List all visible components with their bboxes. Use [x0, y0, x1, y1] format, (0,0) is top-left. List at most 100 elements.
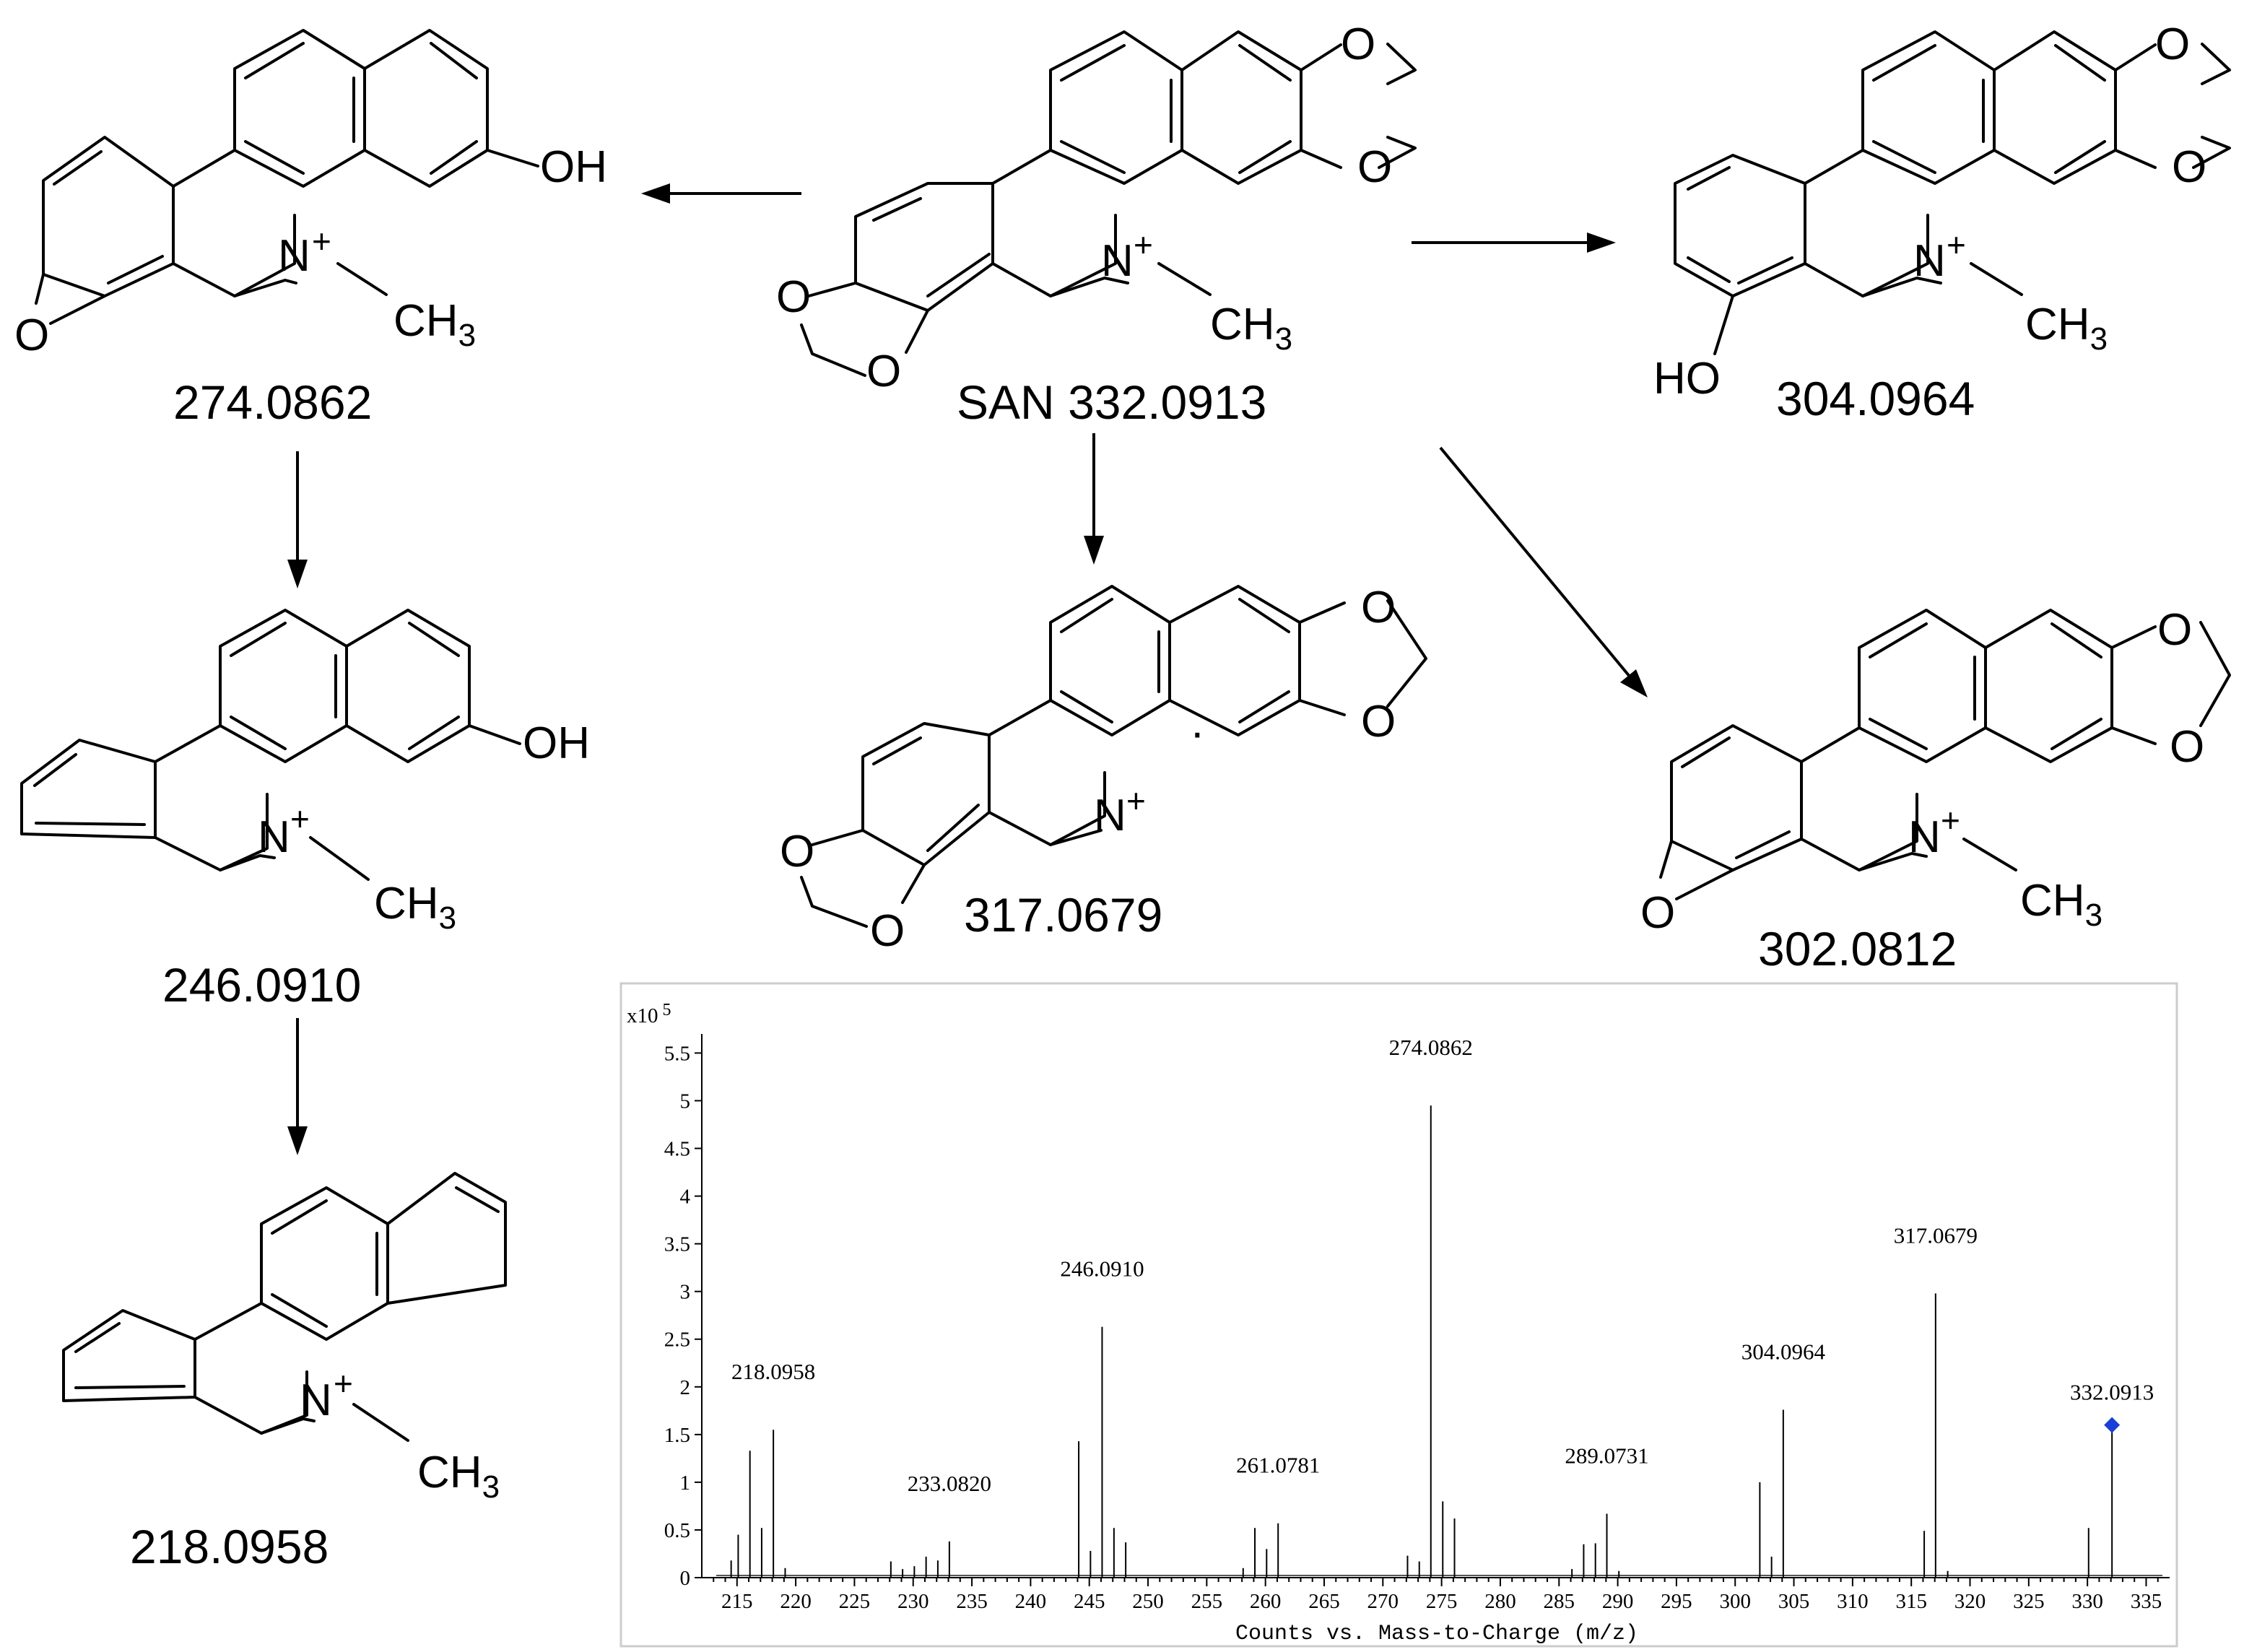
x-tick-label: 295	[1661, 1590, 1692, 1613]
x-tick-label: 265	[1308, 1590, 1340, 1613]
x-axis-title: Counts vs. Mass-to-Charge (m/z)	[1235, 1622, 1638, 1646]
y-tick-label: 0.5	[664, 1519, 690, 1542]
nitrogen-atom: N	[300, 1375, 332, 1425]
nitrogen-atom: N	[1908, 812, 1941, 862]
peak-mz-label: 233.0820	[908, 1471, 991, 1496]
oxygen-atom: O	[870, 906, 905, 956]
positive-charge: +	[334, 1365, 353, 1402]
x-tick-label: 245	[1074, 1590, 1105, 1613]
precursor-marker-icon	[2104, 1417, 2121, 1433]
x-tick-label: 330	[2071, 1590, 2103, 1613]
oxygen-atom: O	[1361, 583, 1396, 632]
y-tick-label: 3	[680, 1281, 691, 1304]
methyl-group: CH3	[1210, 300, 1292, 357]
fragment-302-mass-label: 302.0812	[1758, 922, 1957, 975]
reaction-arrows	[287, 183, 1648, 1155]
peak-mz-label: 289.0731	[1565, 1443, 1648, 1468]
fragment-274-structure: OH N + CH3 O 274.0862	[14, 29, 607, 429]
x-tick-label: 335	[2131, 1590, 2162, 1613]
oxygen-atom: O	[776, 272, 811, 322]
peak-mz-label: 304.0964	[1741, 1339, 1826, 1364]
y-axis-ticks: 00.511.522.533.544.555.5	[664, 1042, 702, 1590]
oxygen-atom: O	[780, 827, 814, 877]
positive-charge: +	[312, 222, 331, 260]
x-tick-label: 275	[1426, 1590, 1458, 1613]
arrow-head	[287, 560, 308, 588]
x-tick-label: 225	[839, 1590, 871, 1613]
x-tick-label: 260	[1250, 1590, 1282, 1613]
precursor-mass-label: SAN 332.0913	[957, 375, 1266, 429]
fragment-246-structure: OH N + CH3 246.0910	[20, 609, 590, 1012]
arrow-head	[1587, 232, 1616, 253]
fragment-246-mass-label: 246.0910	[162, 958, 361, 1012]
arrow-head	[1620, 669, 1648, 697]
peak-mz-label: 274.0862	[1389, 1035, 1473, 1060]
oxygen-atom: O	[866, 347, 901, 396]
peak-mz-label: 246.0910	[1060, 1256, 1144, 1282]
x-tick-label: 280	[1484, 1590, 1516, 1613]
arrow-to-302	[1439, 446, 1632, 679]
x-tick-label: 255	[1191, 1590, 1223, 1613]
hydroxyl-group: OH	[523, 718, 590, 768]
x-tick-label: 315	[1895, 1590, 1927, 1613]
oxygen-atom: O	[2170, 722, 2204, 772]
spectrum-frame	[619, 982, 2178, 1648]
y-tick-label: 4.5	[664, 1138, 690, 1161]
arrow-head	[1084, 536, 1104, 565]
y-tick-label: 5	[680, 1090, 691, 1113]
fragment-317-structure: O O N + · O O 317.0679	[780, 583, 1427, 956]
hydroxyl-group: HO	[1653, 354, 1721, 404]
fragment-218-structure: N + CH3 218.0958	[62, 1172, 507, 1573]
y-tick-label: 3.5	[664, 1233, 690, 1256]
peak-mz-label: 317.0679	[1894, 1222, 1978, 1248]
oxygen-atom: O	[2172, 142, 2206, 192]
nitrogen-atom: N	[278, 231, 310, 281]
x-tick-label: 285	[1544, 1590, 1575, 1613]
positive-charge: +	[1941, 801, 1960, 839]
oxygen-atom: O	[2155, 19, 2190, 69]
oxygen-atom: O	[2157, 605, 2192, 655]
methyl-group: CH3	[2025, 300, 2108, 357]
positive-charge: +	[1134, 226, 1153, 264]
arrow-head	[287, 1126, 308, 1155]
fragment-302-structure: O O N + CH3 O 302.0812	[1640, 605, 2231, 975]
fragment-304-mass-label: 304.0964	[1776, 372, 1975, 425]
nitrogen-atom: N	[1094, 791, 1126, 840]
x-tick-label: 310	[1837, 1590, 1869, 1613]
peak-labels: 218.0958 233.0820 246.0910 261.0781 274.0862…	[731, 1035, 2154, 1496]
x-tick-label: 325	[2013, 1590, 2045, 1613]
x-tick-label: 320	[1954, 1590, 1986, 1613]
peak-mz-label: 218.0958	[731, 1359, 815, 1384]
y-tick-label: 2	[680, 1376, 691, 1399]
peak-mz-label: 261.0781	[1236, 1453, 1320, 1478]
nitrogen-atom: N	[1913, 236, 1946, 286]
x-tick-label: 300	[1719, 1590, 1751, 1613]
peak-mz-label: 332.0913	[2070, 1380, 2154, 1405]
x-tick-label: 235	[956, 1590, 988, 1613]
y-tick-label: 1.5	[664, 1424, 690, 1447]
oxygen-atom: O	[1341, 19, 1375, 69]
x-tick-label: 215	[721, 1590, 753, 1613]
x-tick-label: 290	[1602, 1590, 1634, 1613]
y-tick-label: 0	[680, 1567, 691, 1590]
y-tick-label: 1	[680, 1471, 691, 1495]
x-tick-label: 250	[1132, 1590, 1164, 1613]
fragment-317-mass-label: 317.0679	[964, 888, 1162, 942]
arrow-head	[641, 183, 670, 204]
positive-charge: +	[1947, 226, 1966, 264]
methyl-group: CH3	[417, 1448, 500, 1505]
spectrum-peaks	[716, 1105, 2162, 1578]
x-tick-label: 220	[780, 1590, 812, 1613]
sanguinarine-structure: O O N + CH3 O O SAN 332.0913	[776, 19, 1417, 429]
nitrogen-atom: N	[1101, 236, 1134, 286]
x-tick-label: 230	[897, 1590, 929, 1613]
positive-charge: +	[1126, 782, 1146, 820]
hydroxyl-group: OH	[540, 142, 607, 192]
nitrogen-atom: N	[258, 812, 290, 862]
positive-charge: +	[290, 800, 310, 838]
fragment-304-structure: O O N + CH3 HO 304.0964	[1653, 19, 2231, 425]
oxygen-atom: O	[1640, 888, 1675, 938]
